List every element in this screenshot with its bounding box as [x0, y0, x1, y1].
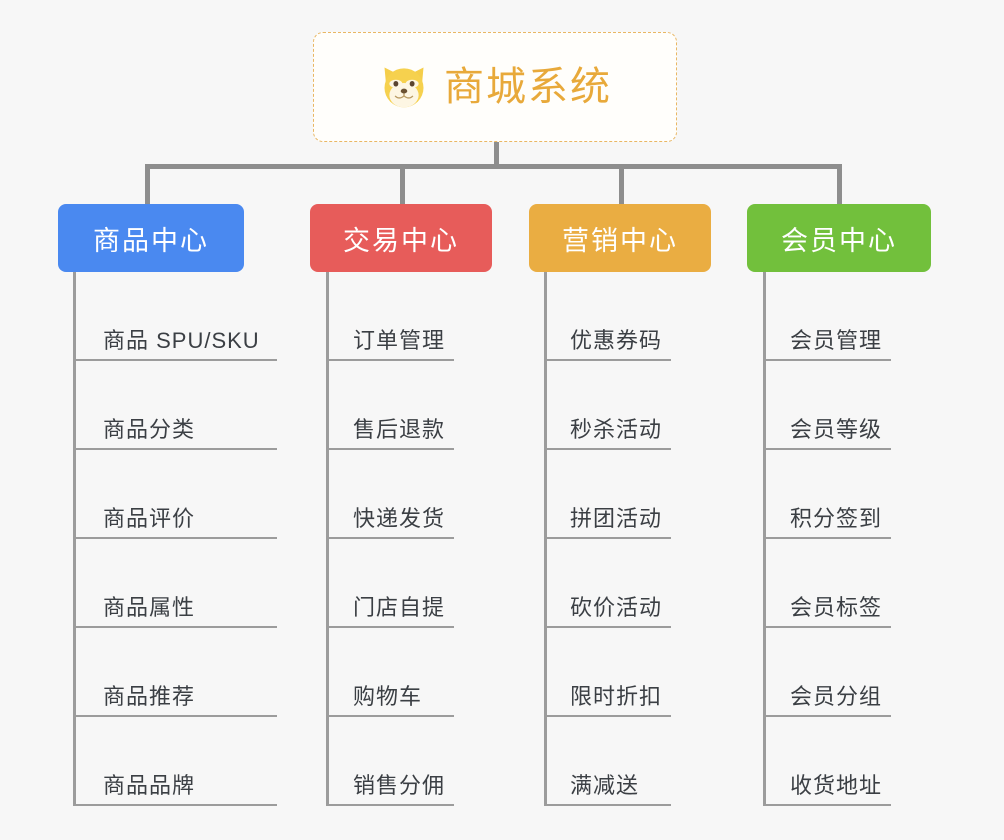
leaf-item[interactable]: 砍价活动 [529, 539, 711, 628]
leaf-item[interactable]: 优惠券码 [529, 272, 711, 361]
leaf-item[interactable]: 商品分类 [58, 361, 277, 450]
leaf-item-underline [73, 715, 277, 717]
leaf-spine-2 [326, 272, 329, 806]
leaf-item-underline [763, 448, 891, 450]
connector-drop-3 [619, 164, 624, 204]
leaf-list-1: 商品 SPU/SKU 商品分类商品评价商品属性商品推荐商品品牌 [58, 272, 277, 806]
leaf-item-underline [73, 626, 277, 628]
leaf-item-label: 满减送 [570, 773, 640, 798]
leaf-item-label: 会员标签 [790, 595, 883, 620]
leaf-item[interactable]: 限时折扣 [529, 628, 711, 717]
branch-column-3: 营销中心优惠券码秒杀活动拼团活动砍价活动限时折扣满减送 [529, 204, 711, 806]
leaf-item-label: 秒杀活动 [570, 417, 663, 442]
branch-header-2[interactable]: 交易中心 [310, 204, 492, 272]
leaf-list-2: 订单管理售后退款快递发货门店自提购物车销售分佣 [310, 272, 492, 806]
leaf-item-label: 快递发货 [353, 506, 446, 531]
leaf-item[interactable]: 销售分佣 [310, 717, 492, 806]
connector-horizontal-bar [145, 164, 842, 169]
leaf-item-label: 优惠券码 [570, 328, 663, 353]
leaf-item[interactable]: 收货地址 [747, 717, 931, 806]
leaf-item-underline [326, 359, 454, 361]
leaf-item-underline [544, 626, 671, 628]
leaf-item-underline [763, 804, 891, 806]
shiba-dog-face-icon [378, 61, 430, 113]
leaf-item[interactable]: 商品属性 [58, 539, 277, 628]
leaf-item-label: 限时折扣 [570, 684, 663, 709]
connector-drop-2 [400, 164, 405, 204]
leaf-item[interactable]: 会员标签 [747, 539, 931, 628]
leaf-item-underline [763, 626, 891, 628]
leaf-item-label: 商品 SPU/SKU [103, 328, 260, 353]
leaf-item-label: 门店自提 [353, 595, 446, 620]
branch-header-4[interactable]: 会员中心 [747, 204, 931, 272]
leaf-item[interactable]: 售后退款 [310, 361, 492, 450]
leaf-item-underline [73, 537, 277, 539]
leaf-item-underline [763, 715, 891, 717]
leaf-item[interactable]: 商品评价 [58, 450, 277, 539]
leaf-item-label: 销售分佣 [353, 773, 446, 798]
leaf-item[interactable]: 拼团活动 [529, 450, 711, 539]
leaf-item-underline [73, 448, 277, 450]
leaf-list-3: 优惠券码秒杀活动拼团活动砍价活动限时折扣满减送 [529, 272, 711, 806]
leaf-item-label: 售后退款 [353, 417, 446, 442]
leaf-item[interactable]: 会员等级 [747, 361, 931, 450]
branch-column-1: 商品中心商品 SPU/SKU 商品分类商品评价商品属性商品推荐商品品牌 [58, 204, 277, 806]
connector-root-stem [494, 142, 499, 166]
leaf-item[interactable]: 快递发货 [310, 450, 492, 539]
leaf-spine-4 [763, 272, 766, 806]
leaf-item[interactable]: 商品 SPU/SKU [58, 272, 277, 361]
branch-column-2: 交易中心订单管理售后退款快递发货门店自提购物车销售分佣 [310, 204, 492, 806]
leaf-item-label: 商品评价 [103, 506, 196, 531]
leaf-item-label: 购物车 [353, 684, 423, 709]
leaf-item[interactable]: 积分签到 [747, 450, 931, 539]
branch-header-3[interactable]: 营销中心 [529, 204, 711, 272]
leaf-item-underline [326, 626, 454, 628]
leaf-item-label: 商品品牌 [103, 773, 196, 798]
leaf-list-4: 会员管理会员等级积分签到会员标签会员分组收货地址 [747, 272, 931, 806]
leaf-item-label: 拼团活动 [570, 506, 663, 531]
root-node[interactable]: 商城系统 [313, 32, 677, 142]
connector-drop-1 [145, 164, 150, 204]
leaf-item[interactable]: 会员分组 [747, 628, 931, 717]
leaf-item-label: 会员分组 [790, 684, 883, 709]
leaf-item-underline [544, 715, 671, 717]
branch-header-1[interactable]: 商品中心 [58, 204, 244, 272]
leaf-item-underline [326, 804, 454, 806]
leaf-item[interactable]: 秒杀活动 [529, 361, 711, 450]
leaf-item-underline [763, 359, 891, 361]
leaf-item[interactable]: 会员管理 [747, 272, 931, 361]
leaf-item[interactable]: 满减送 [529, 717, 711, 806]
leaf-item[interactable]: 门店自提 [310, 539, 492, 628]
leaf-item-label: 会员等级 [790, 417, 883, 442]
leaf-item-underline [544, 804, 671, 806]
leaf-item-label: 收货地址 [790, 773, 883, 798]
leaf-item[interactable]: 订单管理 [310, 272, 492, 361]
leaf-item-underline [763, 537, 891, 539]
leaf-item-label: 订单管理 [353, 328, 446, 353]
root-title: 商城系统 [444, 65, 612, 109]
leaf-item-underline [73, 359, 277, 361]
leaf-item-underline [73, 804, 277, 806]
leaf-item-label: 商品属性 [103, 595, 196, 620]
leaf-item-underline [326, 715, 454, 717]
leaf-item-label: 会员管理 [790, 328, 883, 353]
leaf-item-underline [326, 448, 454, 450]
leaf-item-underline [544, 359, 671, 361]
leaf-item-underline [544, 537, 671, 539]
leaf-spine-1 [73, 272, 76, 806]
leaf-item[interactable]: 商品推荐 [58, 628, 277, 717]
leaf-item-label: 砍价活动 [570, 595, 663, 620]
leaf-item-label: 商品推荐 [103, 684, 196, 709]
leaf-item-label: 商品分类 [103, 417, 196, 442]
leaf-item-underline [326, 537, 454, 539]
leaf-item[interactable]: 商品品牌 [58, 717, 277, 806]
connector-drop-4 [837, 164, 842, 204]
branch-column-4: 会员中心会员管理会员等级积分签到会员标签会员分组收货地址 [747, 204, 931, 806]
leaf-item[interactable]: 购物车 [310, 628, 492, 717]
leaf-spine-3 [544, 272, 547, 806]
leaf-item-label: 积分签到 [790, 506, 883, 531]
leaf-item-underline [544, 448, 671, 450]
